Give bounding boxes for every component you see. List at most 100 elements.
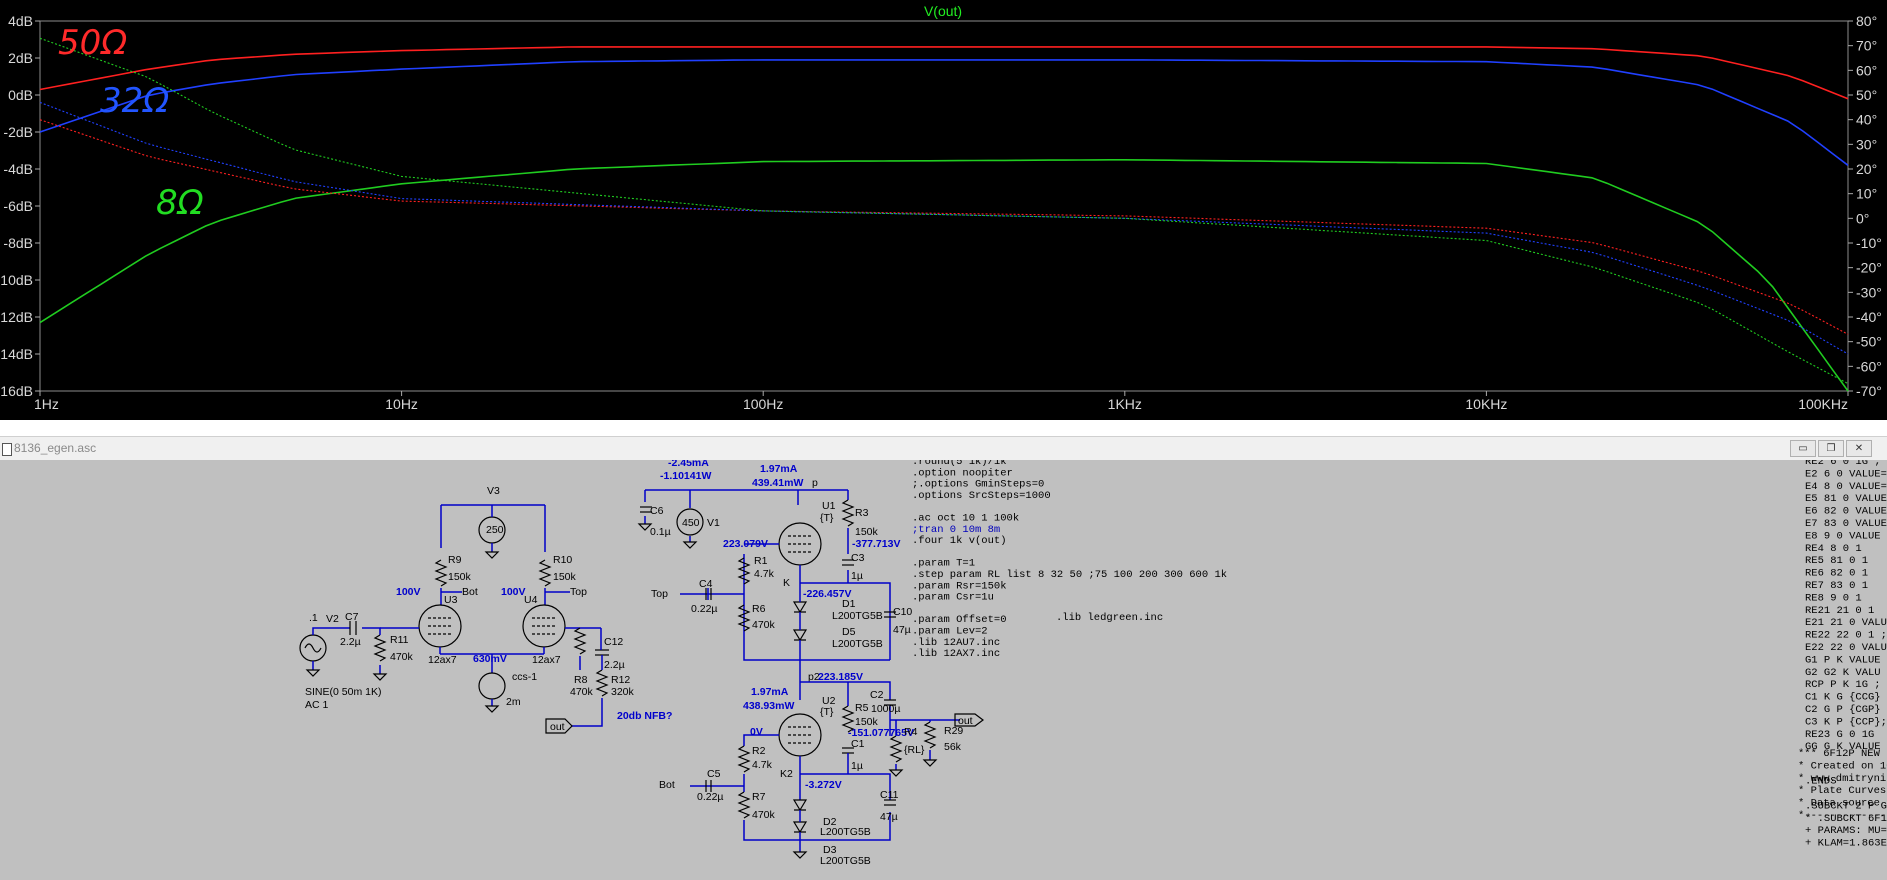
netlist-line[interactable]: RE7 83 0 1 — [1805, 580, 1868, 592]
netlist-line[interactable]: RCP P K 1G ; — [1805, 679, 1881, 691]
directive-line[interactable]: .param Lev=2 — [912, 626, 988, 638]
right-tick-label: 60° — [1856, 62, 1877, 78]
directive-line[interactable]: .lib 12AX7.inc — [912, 648, 1000, 660]
r8-resistor[interactable] — [573, 627, 587, 655]
netlist-line[interactable]: + KLAM=1.863E — [1805, 838, 1887, 850]
u2-power: 438.93mW — [743, 700, 794, 712]
plot-title[interactable]: V(out) — [924, 3, 962, 19]
out-net-flag[interactable] — [545, 718, 573, 734]
netlist-line[interactable]: G1 P K VALUE — [1805, 654, 1881, 666]
c12-value: 2.2µ — [604, 659, 625, 671]
directive-line[interactable]: .round(5*1k)/1k — [912, 460, 1007, 468]
feedback-wires — [572, 628, 603, 727]
close-button[interactable]: ✕ — [1846, 440, 1872, 457]
bode-plot[interactable]: V(out) 4dB2dB0dB-2dB-4dB-6dB-8dB-10dB-12… — [0, 0, 1887, 420]
netlist-line[interactable]: RE23 G 0 1G — [1805, 729, 1874, 741]
schematic-canvas[interactable]: .1 V2 C7 2.2µ R11 470k SINE(0 50m 1K) AC… — [0, 460, 1887, 880]
directive-line[interactable]: .options SrcSteps=1000 — [912, 490, 1051, 502]
left-tick-label: -2dB — [3, 124, 33, 140]
netlist-overlap-line: *-------------------------- — [1798, 810, 1887, 822]
subckt-netlist-text[interactable]: RE2 6 0 1G ;E2 6 0 VALUE=E4 8 0 VALUE=E5… — [1805, 460, 1887, 850]
r7-value: 470k — [752, 809, 776, 821]
netlist-line[interactable]: * .SUBCKT 6F12P — [1805, 813, 1887, 825]
directive-line[interactable]: .four 1k v(out) — [912, 535, 1007, 547]
restore-button[interactable]: ❐ — [1818, 440, 1844, 457]
r10-resistor[interactable] — [538, 559, 552, 587]
netlist-line[interactable]: .ENDS — [1805, 776, 1837, 788]
netlist-line[interactable]: E22 22 0 VALU — [1805, 642, 1887, 654]
r5-resistor[interactable] — [841, 705, 855, 733]
netlist-line[interactable]: E5 81 0 VALUE — [1805, 493, 1887, 505]
spice-directives[interactable]: .round(5*1k)/1k.option noopiter;.options… — [912, 460, 1227, 660]
netlist-line[interactable]: RE21 21 0 1 — [1805, 605, 1874, 617]
netlist-line[interactable]: .SUBCKT 2 P G2 G — [1805, 800, 1887, 812]
x-tick-label: 100KHz — [1798, 396, 1848, 412]
directive-line[interactable]: ;tran 0 10m 8m — [912, 524, 1000, 536]
r9-resistor[interactable] — [434, 559, 448, 587]
directive-line[interactable]: .ac oct 10 1 100k — [912, 513, 1019, 525]
r29-resistor[interactable] — [923, 721, 937, 749]
r3-resistor[interactable] — [841, 499, 855, 527]
waveform-plot-pane[interactable]: V(out) 4dB2dB0dB-2dB-4dB-6dB-8dB-10dB-12… — [0, 0, 1887, 420]
r4-resistor[interactable] — [889, 735, 903, 763]
c10-value: 47µ — [893, 624, 911, 636]
out-net-flag-2[interactable] — [954, 713, 984, 727]
netlist-line[interactable]: RE4 8 0 1 — [1805, 543, 1862, 555]
minimize-button[interactable]: ▭ — [1790, 440, 1816, 457]
netlist-line[interactable]: GG G K VALUE — [1805, 741, 1881, 753]
netlist-line[interactable]: E8 9 0 VALUE — [1805, 530, 1881, 542]
r1-resistor[interactable] — [737, 557, 751, 585]
r6-label: R6 — [752, 603, 766, 615]
p2-net-label: p2 — [808, 671, 820, 683]
schematic-drawing[interactable]: .1 V2 C7 2.2µ R11 470k SINE(0 50m 1K) AC… — [0, 460, 1887, 880]
right-tick-label: -40° — [1856, 309, 1882, 325]
directive-line[interactable]: .param Offset=0 — [912, 614, 1007, 626]
directive-line[interactable]: .param Csr=1u — [912, 592, 994, 604]
c6-value: 0.1µ — [650, 526, 671, 538]
netlist-line[interactable]: C2 G P {CGP} — [1805, 704, 1881, 716]
netlist-line[interactable]: E21 21 0 VALU — [1805, 617, 1887, 629]
netlist-line[interactable]: E6 82 0 VALUE — [1805, 506, 1887, 518]
right-tick-label: -70° — [1856, 383, 1882, 399]
directive-line[interactable]: .option noopiter — [912, 467, 1013, 479]
r11-resistor[interactable] — [373, 634, 387, 662]
ccs-source[interactable] — [478, 672, 506, 700]
directive-line[interactable]: .lib 12AU7.inc — [912, 637, 1000, 649]
netlist-line[interactable]: G2 G2 K VALU — [1805, 667, 1881, 679]
directive-line[interactable]: .param T=1 — [912, 558, 975, 570]
netlist-line[interactable]: E4 8 0 VALUE= — [1805, 481, 1887, 493]
ccs-label: ccs-1 — [512, 671, 537, 683]
r12-resistor[interactable] — [595, 669, 609, 697]
right-tick-label: 50° — [1856, 87, 1877, 103]
diode-wires — [743, 583, 891, 661]
v1-source[interactable] — [676, 508, 704, 536]
right-tick-label: 20° — [1856, 161, 1877, 177]
netlist-line[interactable]: E7 83 0 VALUE — [1805, 518, 1887, 530]
netlist-line[interactable]: RE6 82 0 1 — [1805, 568, 1868, 580]
netlist-line[interactable]: + PARAMS: MU= — [1805, 825, 1887, 837]
r10-value: 150k — [553, 571, 577, 583]
c11-label: C11 — [880, 789, 899, 801]
v3-value: 250 — [486, 524, 504, 536]
lib-ledgreen-directive[interactable]: .lib ledgreen.inc — [1056, 612, 1163, 624]
right-axis: 80°70°60°50°40°30°20°10°0°-10°-20°-30°-4… — [1848, 13, 1882, 399]
directive-line[interactable]: .step param RL list 8 32 50 ;75 100 200 … — [912, 569, 1227, 581]
directive-line[interactable]: .param Rsr=150k — [912, 580, 1007, 592]
r2-resistor[interactable] — [737, 745, 751, 773]
left-tick-label: -8dB — [3, 235, 33, 251]
handwritten-annotation: 32Ω — [100, 81, 169, 121]
r7-resistor[interactable] — [737, 791, 751, 819]
netlist-overlap-line: * www.dmitrynizh — [1798, 773, 1887, 785]
netlist-line[interactable]: RE22 22 0 1 ; E — [1805, 630, 1887, 642]
schematic-titlebar[interactable]: 8136_egen.asc ▭ ❐ ✕ — [0, 436, 1887, 462]
netlist-line[interactable]: E2 6 0 VALUE= — [1805, 468, 1887, 480]
netlist-line[interactable]: C1 K G {CCG} — [1805, 692, 1881, 704]
netlist-line[interactable]: RE2 6 0 1G ; — [1805, 460, 1881, 468]
directive-line[interactable]: ;.options GminSteps=0 — [912, 479, 1044, 491]
r6-resistor[interactable] — [737, 604, 751, 632]
netlist-line[interactable]: RE5 81 0 1 — [1805, 555, 1868, 567]
series-magnitude-db-line — [39, 159, 1849, 392]
netlist-line[interactable]: C3 K P {CCP}; — [1805, 716, 1887, 728]
series-phase-deg-line — [39, 37, 1849, 385]
netlist-line[interactable]: RE8 9 0 1 — [1805, 592, 1862, 604]
